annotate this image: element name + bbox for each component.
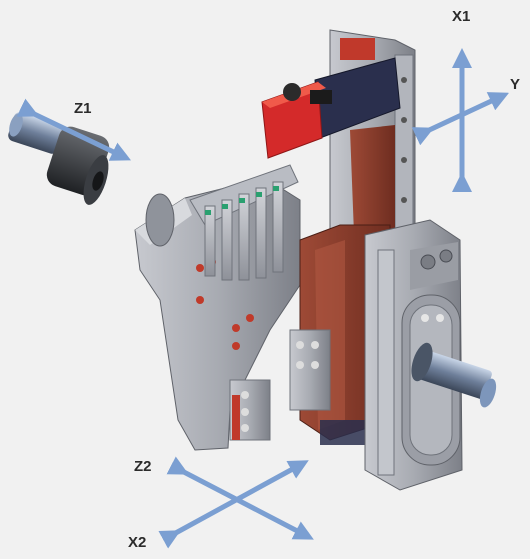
y-axis-arrow <box>411 92 510 146</box>
axis-label-z2: Z2 <box>134 458 152 475</box>
main-slide-plate <box>364 219 463 491</box>
z1-axis-arrow <box>16 98 132 161</box>
axis-label-x1: X1 <box>452 8 471 25</box>
axis-arrows <box>16 48 510 549</box>
lower-tool-block <box>229 379 271 441</box>
axis-label-x2: X2 <box>128 534 147 551</box>
z2-axis-arrow <box>166 456 314 540</box>
spindle-shaft-right <box>411 342 497 408</box>
axis-label-z1: Z1 <box>74 100 92 117</box>
axis-label-y: Y <box>510 76 521 93</box>
tool-comb <box>189 164 299 281</box>
x2-axis-arrow <box>158 460 309 549</box>
servo-motor <box>261 57 401 159</box>
